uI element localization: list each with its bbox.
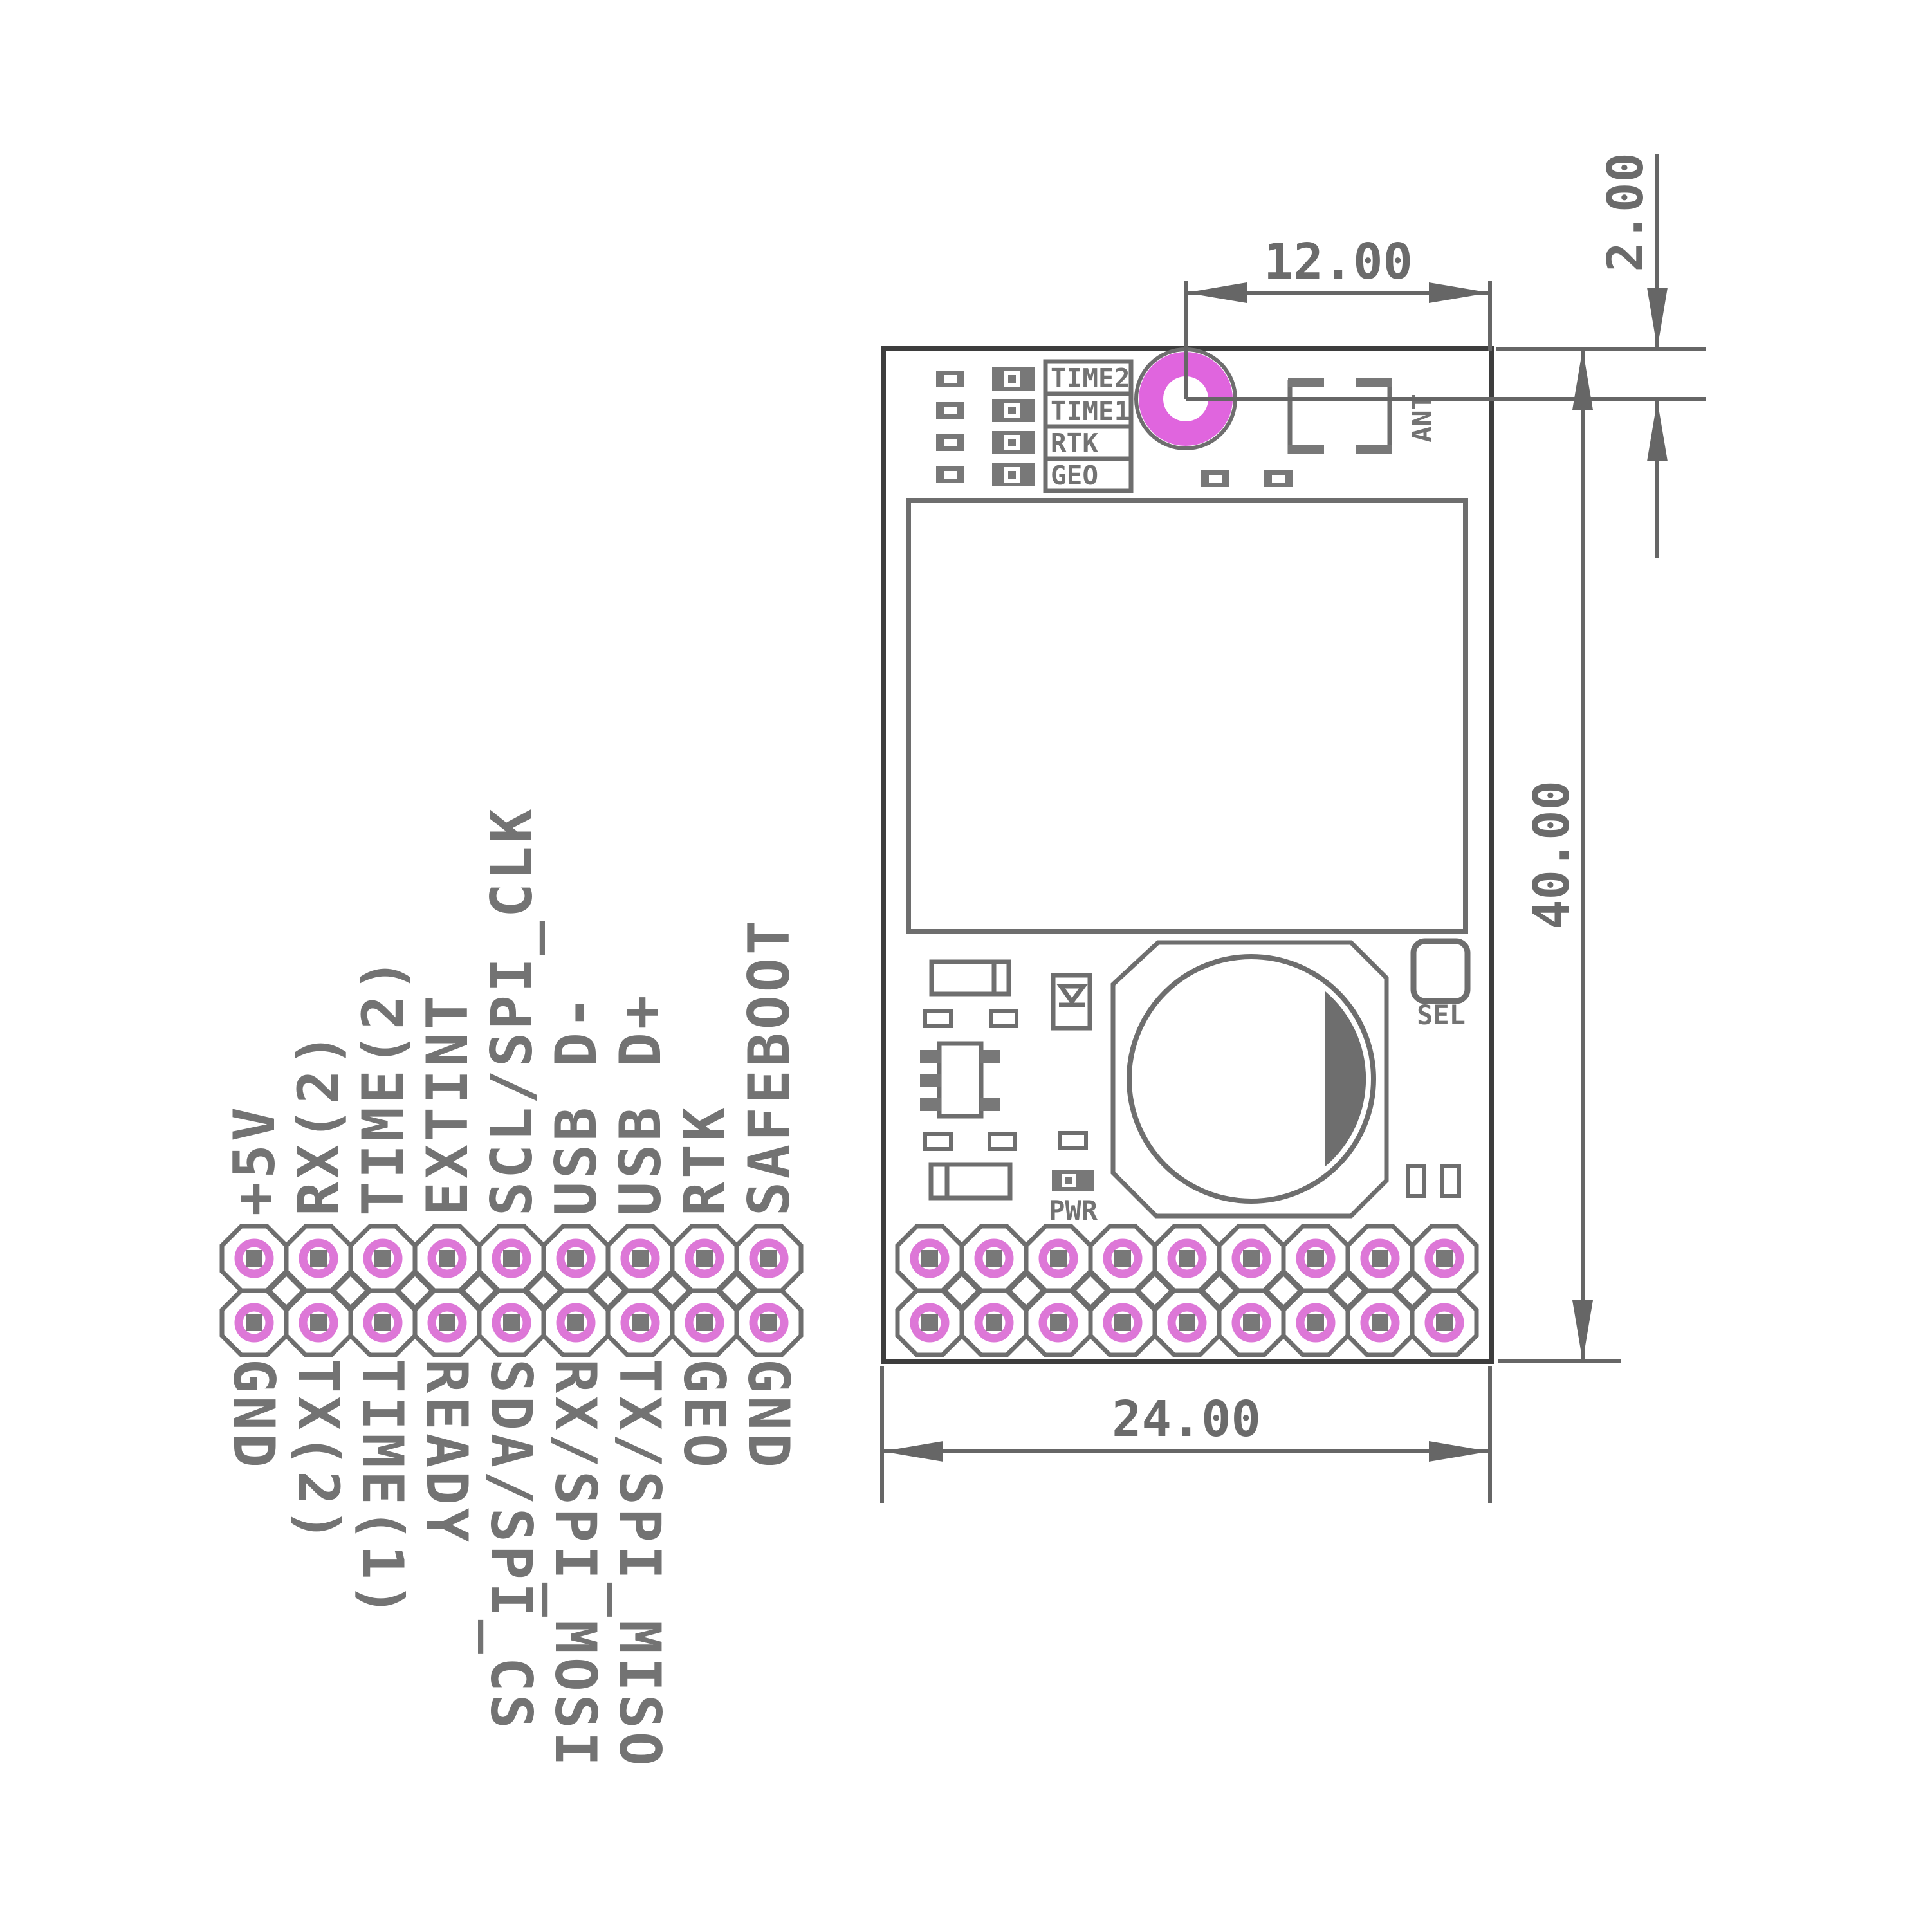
pin-label-top-4: EXTINT <box>414 992 481 1216</box>
status-led-label-table: TIME2 TIME1 RTK GEO <box>1043 359 1134 493</box>
led-label-rtk: RTK <box>1051 428 1098 459</box>
smd-pad <box>1201 470 1229 487</box>
pin-label-top-8: RTK <box>672 1104 738 1216</box>
smd-pad <box>925 1011 951 1026</box>
smd-pad <box>989 1134 1015 1149</box>
smd-pad <box>1408 1166 1424 1196</box>
dimension-12mm: 12.00 <box>1184 234 1706 401</box>
led-label-geo: GEO <box>1051 460 1098 491</box>
gnss-module-outline <box>906 498 1468 934</box>
smd-pad <box>925 1134 951 1149</box>
resistor-bottom <box>928 1162 1013 1201</box>
pin-label-top-9: SAFEBOOT <box>736 917 802 1216</box>
dimension-2mm: 2.00 <box>1496 152 1706 558</box>
ant-label: ANT <box>1406 394 1438 443</box>
antenna-footprint <box>1287 378 1392 454</box>
diode <box>1051 973 1092 1031</box>
pin-label-bottom-7: TX/SPI_MISO <box>607 1359 673 1769</box>
pin-label-top-7: USB D+ <box>607 992 674 1216</box>
pin-labels-bottom: GND TX(2) TIME(1) READY SDA/SPI_CS RX/SP… <box>221 1359 802 1769</box>
dimension-40mm: 40.00 <box>1498 349 1621 1363</box>
smd-pad <box>991 1011 1017 1026</box>
pin-label-bottom-9: GND <box>735 1359 802 1471</box>
pwr-label: PWR <box>1049 1195 1098 1226</box>
pcb-board-outline <box>881 346 1494 1364</box>
sel-button <box>1410 938 1471 1004</box>
dim-40-label: 40.00 <box>1523 780 1581 930</box>
smd-pad <box>1264 470 1293 487</box>
pin-label-bottom-4: READY <box>414 1359 480 1545</box>
pin-label-bottom-2: TX(2) <box>285 1359 351 1545</box>
pin-label-top-1: +5V <box>221 1104 288 1216</box>
pin-label-bottom-5: SDA/SPI_CS <box>478 1359 544 1732</box>
pin-label-top-6: USB D- <box>543 992 609 1216</box>
battery-crescent <box>1325 991 1366 1166</box>
pin-label-bottom-1: GND <box>221 1359 287 1471</box>
pin-label-bottom-3: TIME(1) <box>349 1359 416 1620</box>
pin-label-bottom-6: RX/SPI_MOSI <box>542 1359 609 1769</box>
dimension-24mm: 24.00 <box>880 1366 1492 1503</box>
pinout-header <box>222 1226 801 1355</box>
dim-12-label: 12.00 <box>1264 234 1413 291</box>
smd-pad <box>1442 1166 1459 1196</box>
dim-24-label: 24.00 <box>1112 1391 1261 1448</box>
transistor <box>920 1041 1000 1119</box>
smd-pad <box>1060 1133 1086 1148</box>
pin-label-top-5: SCL/SPI_CLK <box>479 805 545 1216</box>
led-label-time1: TIME1 <box>1051 396 1130 427</box>
dim-2-label: 2.00 <box>1597 152 1655 271</box>
pin-label-top-2: RX(2) <box>286 1029 352 1216</box>
battery-holder <box>1110 940 1389 1219</box>
pin-label-top-3: TIME(2) <box>350 955 416 1216</box>
pin-labels-top: +5V RX(2) TIME(2) EXTINT SCL/SPI_CLK USB… <box>221 805 802 1216</box>
sel-label: SEL <box>1417 999 1466 1031</box>
pin-label-bottom-8: GEO <box>671 1359 737 1471</box>
led-label-time2: TIME2 <box>1051 363 1130 394</box>
resistor-top <box>929 959 1011 997</box>
power-led <box>1052 1170 1094 1191</box>
board-pin-header <box>897 1226 1477 1355</box>
